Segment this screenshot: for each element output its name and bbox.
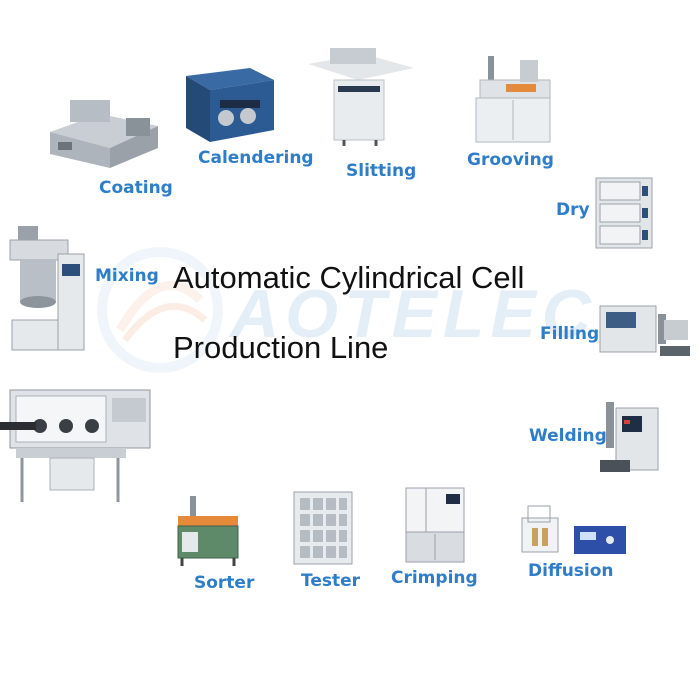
label-slitting: Slitting [346, 161, 417, 181]
tester-cabinet-image [293, 491, 353, 565]
title-line-1: Automatic Cylindrical Cell [173, 260, 525, 295]
glove-box-image [0, 389, 151, 502]
label-tester: Tester [301, 571, 361, 591]
title-line-2: Production Line [173, 330, 389, 365]
dry-oven-image [595, 177, 653, 249]
diffusion-equipment-image [521, 505, 626, 554]
label-crimping: Crimping [391, 568, 478, 588]
welding-machine-image [600, 402, 659, 472]
coating-machine-image [50, 100, 158, 168]
sorter-machine-image [177, 496, 239, 566]
crimping-machine-image [405, 487, 465, 563]
grooving-machine-image [475, 56, 551, 143]
label-filling: Filling [540, 324, 600, 344]
label-calendering: Calendering [198, 148, 314, 168]
label-grooving: Grooving [467, 150, 554, 170]
calendering-machine-image [186, 68, 274, 142]
slitting-machine-image [308, 48, 414, 146]
label-coating: Coating [99, 178, 173, 198]
label-mixing: Mixing [95, 266, 159, 286]
label-diffusion: Diffusion [528, 561, 614, 581]
filling-machine-image [599, 305, 690, 356]
mixing-machine-image [9, 226, 85, 351]
label-sorter: Sorter [194, 573, 255, 593]
watermark-text: AOTELEC [230, 276, 597, 352]
aotelec-logo-watermark [97, 247, 223, 373]
label-welding: Welding [529, 426, 607, 446]
label-dry: Dry [556, 200, 590, 220]
